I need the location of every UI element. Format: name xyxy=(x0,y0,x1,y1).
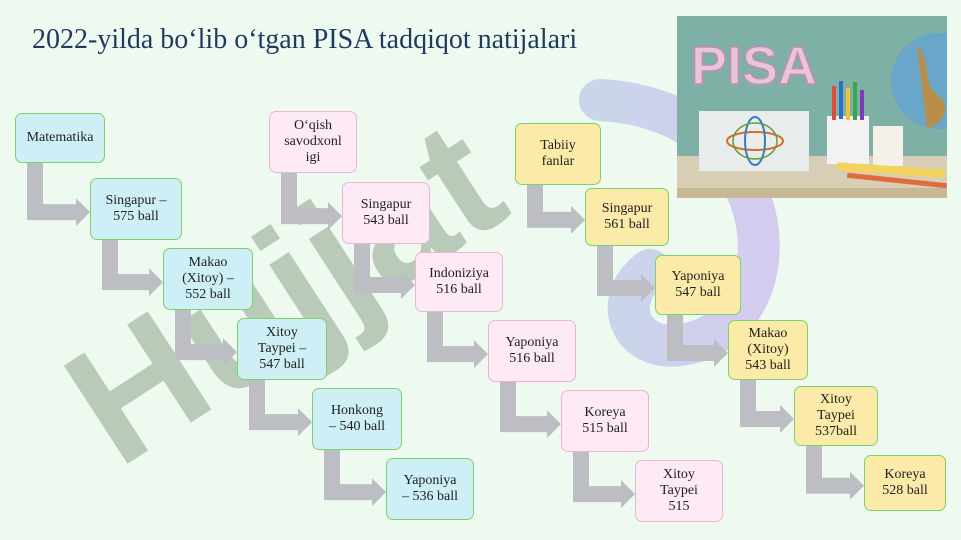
tabiiy-fanlar-item-4: Xitoy Taypei 537ball xyxy=(794,386,878,446)
matematika-item-5-label: Yaponiya – 536 ball xyxy=(402,473,458,504)
oqish-arrow-3-shape xyxy=(427,312,488,369)
tabiiy-fanlar-item-1-label: Singapur 561 ball xyxy=(601,201,653,232)
tabiiy-fanlar-arrow-5 xyxy=(806,446,864,500)
matematika-arrow-1-shape xyxy=(27,163,90,227)
tabiiy-fanlar-arrow-1 xyxy=(527,185,585,234)
tabiiy-fanlar-arrow-3 xyxy=(667,315,728,367)
matematika-item-3: Xitoy Taypei – 547 ball xyxy=(237,318,327,380)
oqish-arrow-4 xyxy=(500,382,561,439)
page-title: 2022-yilda bo‘lib o‘tgan PISA tadqiqot n… xyxy=(32,24,578,55)
matematika-arrow-2 xyxy=(102,240,163,297)
matematika-arrow-4-shape xyxy=(249,380,312,437)
tabiiy-fanlar-item-1: Singapur 561 ball xyxy=(585,188,669,246)
tabiiy-fanlar-arrow-3-shape xyxy=(667,315,728,367)
tabiiy-fanlar-item-5-label: Koreya 528 ball xyxy=(882,467,928,498)
oqish-arrow-5-shape xyxy=(573,452,635,509)
oqish-item-3-label: Yaponiya 516 ball xyxy=(505,335,559,366)
oqish-arrow-1 xyxy=(281,173,342,231)
matematika-arrow-1 xyxy=(27,163,90,227)
oqish-arrow-2-shape xyxy=(354,244,415,299)
tabiiy-fanlar-header-box: Tabiiy fanlar xyxy=(515,123,601,185)
tabiiy-fanlar-item-2-label: Yaponiya 547 ball xyxy=(671,269,725,300)
oqish-arrow-1-shape xyxy=(281,173,342,231)
oqish-item-4-label: Koreya 515 ball xyxy=(582,405,628,436)
oqish-item-1-label: Singapur 543 ball xyxy=(360,197,412,228)
matematika-item-2: Makao (Xitoy) – 552 ball xyxy=(163,248,253,310)
tabiiy-fanlar-arrow-5-shape xyxy=(806,446,864,500)
pisa-card xyxy=(699,111,809,171)
matematika-item-5: Yaponiya – 536 ball xyxy=(386,458,474,520)
tabiiy-fanlar-arrow-1-shape xyxy=(527,185,585,234)
pencil-cup xyxy=(827,116,869,164)
pisa-photo: PISA xyxy=(677,16,947,198)
matematika-header-box: Matematika xyxy=(15,113,105,163)
pisa-logo-text: PISA xyxy=(691,36,817,96)
oqish-item-1: Singapur 543 ball xyxy=(342,182,430,244)
matematika-header-box-label: Matematika xyxy=(26,130,94,145)
oqish-arrow-3 xyxy=(427,312,488,369)
matematika-item-4-label: Honkong – 540 ball xyxy=(329,403,385,434)
tabiiy-fanlar-item-3: Makao (Xitoy) 543 ball xyxy=(728,320,808,380)
oqish-arrow-4-shape xyxy=(500,382,561,439)
oqish-item-3: Yaponiya 516 ball xyxy=(488,320,576,382)
matematika-arrow-5 xyxy=(324,450,386,507)
tabiiy-fanlar-header-box-label: Tabiiy fanlar xyxy=(540,138,576,169)
tabiiy-fanlar-item-5: Koreya 528 ball xyxy=(864,455,946,511)
globe-logo-icon xyxy=(726,131,784,151)
oqish-arrow-5 xyxy=(573,452,635,509)
oqish-item-4: Koreya 515 ball xyxy=(561,390,649,452)
matematika-item-1: Singapur – 575 ball xyxy=(90,178,182,240)
matematika-item-3-label: Xitoy Taypei – 547 ball xyxy=(257,325,307,372)
matematika-arrow-3 xyxy=(175,310,237,367)
oqish-header-box-label: O‘qish savodxonl igi xyxy=(284,118,342,165)
tabiiy-fanlar-arrow-2-shape xyxy=(597,246,655,302)
matematika-arrow-4 xyxy=(249,380,312,437)
matematika-item-2-label: Makao (Xitoy) – 552 ball xyxy=(182,255,234,302)
oqish-arrow-2 xyxy=(354,244,415,299)
oqish-item-5: Xitoy Taypei 515 xyxy=(635,460,723,522)
tabiiy-fanlar-arrow-4 xyxy=(740,380,794,433)
matematika-item-1-label: Singapur – 575 ball xyxy=(105,193,167,224)
tabiiy-fanlar-item-3-label: Makao (Xitoy) 543 ball xyxy=(745,326,791,373)
oqish-item-5-label: Xitoy Taypei 515 xyxy=(660,467,698,514)
oqish-item-2-label: Indoniziya 516 ball xyxy=(429,266,489,297)
tabiiy-fanlar-arrow-4-shape xyxy=(740,380,794,433)
tabiiy-fanlar-arrow-2 xyxy=(597,246,655,302)
matematika-arrow-5-shape xyxy=(324,450,386,507)
tabiiy-fanlar-item-4-label: Xitoy Taypei 537ball xyxy=(815,392,857,439)
tabiiy-fanlar-item-2: Yaponiya 547 ball xyxy=(655,255,741,315)
matematika-arrow-3-shape xyxy=(175,310,237,367)
oqish-header-box: O‘qish savodxonl igi xyxy=(269,111,357,173)
oqish-item-2: Indoniziya 516 ball xyxy=(415,252,503,312)
matematika-arrow-2-shape xyxy=(102,240,163,297)
matematika-item-4: Honkong – 540 ball xyxy=(312,388,402,450)
